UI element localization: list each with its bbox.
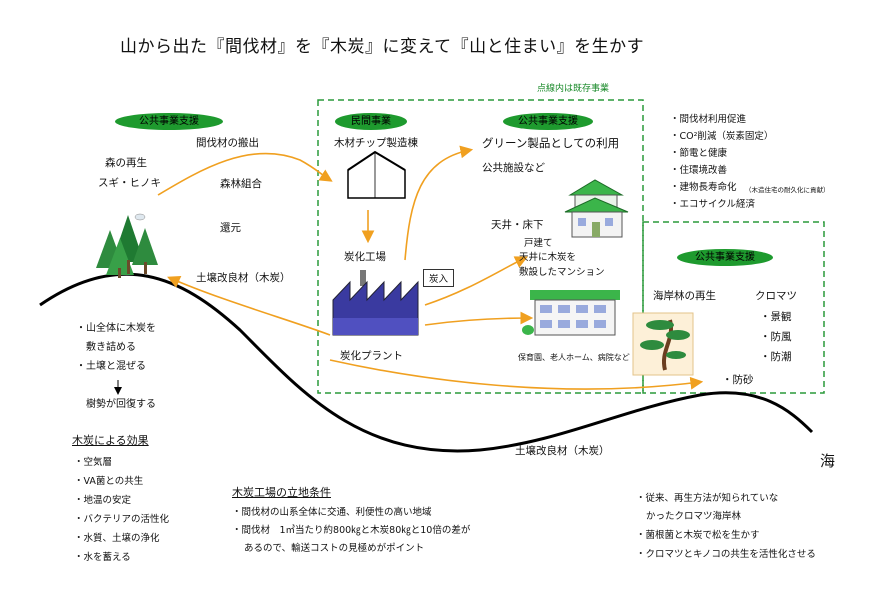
right-note-1: ・従来、再生方法が知られていな	[636, 493, 779, 504]
label-ceiling-charcoal: 天井に木炭を	[519, 252, 577, 263]
mountain-note: ・山全体に木炭を	[76, 323, 156, 334]
label-black-pine: クロマツ	[755, 290, 797, 302]
arrow-plant-to-coast	[329, 359, 704, 390]
mountain-note: 敷き詰める	[86, 342, 136, 353]
arrow-forest-to-chip	[157, 152, 333, 196]
arrow-to-green-use	[404, 145, 474, 261]
location-heading: 木炭工場の立地条件	[232, 486, 331, 499]
label-coastal-forest-regen: 海岸林の再生	[653, 290, 716, 302]
existing-business-box	[317, 99, 644, 394]
effects-heading: 木炭による効果	[72, 434, 149, 447]
right-note-3: ・菌根菌と木炭で松を生かす	[636, 530, 760, 541]
effect-item: ・VA菌との共生	[74, 476, 144, 487]
benefit-item: ・節電と健康	[670, 148, 728, 159]
label-chip-building: 木材チップ製造棟	[334, 137, 418, 149]
location-line-1: ・間伐材の山系全体に交通、利便性の高い地域	[232, 507, 432, 518]
right-note-2: かったクロマツ海岸林	[646, 511, 742, 522]
label-tide-protection: ・防潮	[760, 351, 792, 363]
arrow-to-houses	[424, 256, 528, 306]
chip-building-icon	[347, 150, 406, 199]
mountain-note: ・土壌と混ぜる	[76, 361, 146, 372]
effect-item: ・水を蓄える	[74, 552, 131, 563]
arrow-to-mansion	[424, 311, 534, 326]
label-mansion: 敷設したマンション	[519, 267, 605, 278]
benefit-item: ・CO²削減（炭素固定）	[670, 131, 774, 142]
forest-icon	[96, 213, 158, 278]
arrow-plant-to-forest	[167, 276, 331, 336]
label-scenery: ・景観	[760, 311, 792, 323]
benefit-item: ・建物長寿命化	[670, 182, 737, 193]
label-kanbatsu-out: 間伐材の搬出	[196, 137, 259, 149]
factory-icon	[332, 270, 419, 336]
label-soil-improver-top: 土壌改良材（木炭）	[196, 272, 291, 284]
mountain-note: 樹勢が回復する	[86, 399, 156, 410]
label-carbonization-factory: 炭化工場	[344, 251, 386, 263]
location-line-3: あるので、輸送コストの見極めがポイント	[244, 543, 425, 554]
label-facilities: 保育園、老人ホーム、病院など	[518, 353, 630, 362]
label-charcoal-input: 炭入	[423, 269, 455, 287]
label-windbreak: ・防風	[760, 331, 792, 343]
badge-private-business: 民間事業	[335, 113, 407, 130]
location-line-2: ・間伐材 1㎥当たり約800㎏と木炭80㎏と10倍の差が	[232, 525, 471, 536]
effect-item: ・地温の安定	[74, 495, 132, 506]
label-sand-protection: ・防砂	[722, 374, 754, 386]
label-sea: 海	[820, 452, 836, 470]
label-soil-improver-bottom: 土壌改良材（木炭）	[515, 445, 610, 457]
label-forest-regen: 森の再生	[105, 157, 147, 169]
green-house-icon	[564, 179, 629, 238]
label-return: 還元	[220, 222, 241, 234]
effect-item: ・バクテリアの活性化	[74, 514, 170, 525]
benefit-item: ・エコサイクル経済	[670, 199, 756, 210]
label-public-facility: 公共施設など	[482, 162, 545, 174]
benefit-item: ・間伐材利用促進	[670, 114, 747, 125]
label-detached-house: 戸建て	[524, 238, 553, 249]
label-ceiling-floor: 天井・床下	[491, 219, 544, 231]
pine-tree-icon	[632, 312, 694, 376]
effect-item: ・空気層	[74, 457, 113, 468]
legend-note: 点線内は既存事業	[537, 84, 610, 94]
page-title: 山から出た『間伐材』を『木炭』に変えて『山と住まい』を生かす	[120, 37, 645, 57]
right-note-4: ・クロマツとキノコの共生を活性化させる	[636, 549, 816, 560]
badge-public-support-right: 公共事業支援	[677, 249, 773, 266]
effect-item: ・水質、土壌の浄化	[74, 533, 160, 544]
mansion-icon	[522, 290, 620, 336]
benefit-note: （木造住宅の耐久化に貢献）	[745, 186, 830, 194]
label-forest-union: 森林組合	[220, 178, 262, 190]
benefit-item: ・住環境改善	[670, 165, 728, 176]
label-species: スギ・ヒノキ	[98, 177, 161, 189]
badge-public-support-mid: 公共事業支援	[503, 113, 593, 130]
badge-public-support-left: 公共事業支援	[115, 113, 223, 130]
label-carbonization-plant: 炭化プラント	[340, 350, 403, 362]
label-green-product-use: グリーン製品としての利用	[482, 136, 620, 150]
